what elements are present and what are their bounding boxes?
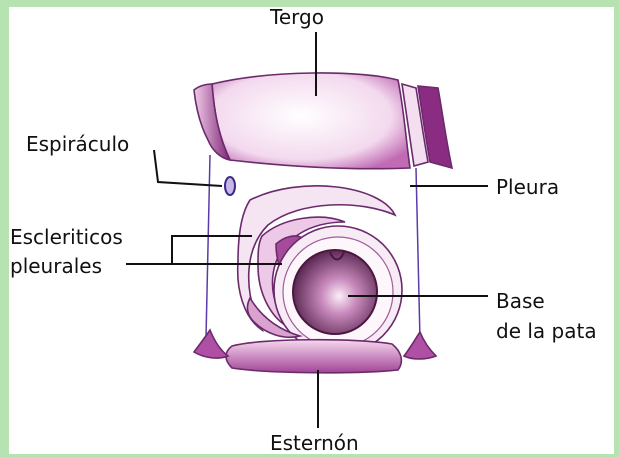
base-de-la-pata — [293, 250, 377, 334]
pleura-line-right — [416, 168, 420, 340]
tergo-plate — [212, 73, 410, 169]
esternon-plate — [226, 340, 401, 373]
espiraculo-opening — [225, 177, 235, 195]
label-base: Base — [496, 289, 545, 313]
pleura-line-left — [206, 155, 210, 338]
espiraculo-leader — [154, 150, 222, 186]
label-pleura: Pleura — [496, 175, 559, 199]
label-escleriticos: Escleriticos — [10, 225, 123, 249]
label-tergo: Tergo — [269, 5, 324, 29]
label-de-la-pata: de la pata — [496, 319, 597, 343]
label-espiraculo: Espiráculo — [26, 132, 129, 156]
label-pleurales: pleurales — [10, 254, 102, 278]
esternon-right-piece — [404, 332, 436, 359]
label-esternon: Esternón — [270, 431, 359, 455]
escleriticos-leader — [126, 236, 252, 264]
esternon-left-piece — [194, 330, 228, 358]
